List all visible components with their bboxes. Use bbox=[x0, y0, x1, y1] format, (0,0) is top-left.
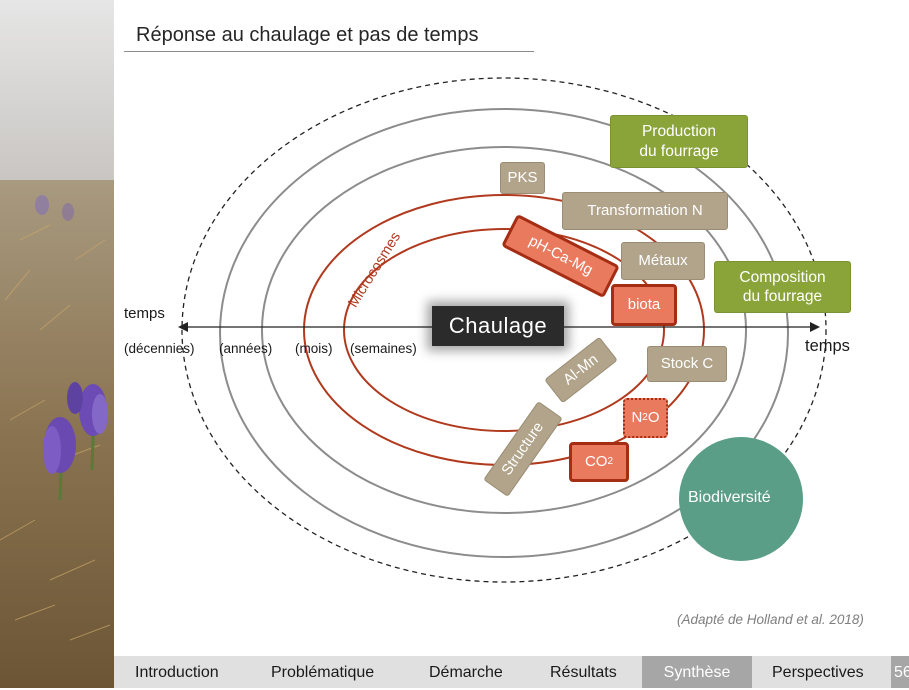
timescale-diagram bbox=[178, 77, 827, 583]
section-navbar: Introduction Problématique Démarche Résu… bbox=[114, 656, 909, 688]
axis-label-left: temps bbox=[124, 305, 165, 322]
axis-arrow-right bbox=[810, 322, 820, 332]
production-line-1: Production bbox=[641, 123, 717, 141]
n2o-sub: 2 bbox=[642, 411, 648, 423]
title-underline bbox=[124, 51, 534, 52]
composition-line-1: Composition bbox=[739, 268, 826, 286]
ring-weeks bbox=[343, 228, 665, 432]
axis-label-right: temps bbox=[805, 337, 850, 355]
box-stock-c: Stock C bbox=[647, 346, 727, 382]
box-production-fourrage: Production du fourrage bbox=[610, 115, 748, 168]
nav-synthese[interactable]: Synthèse bbox=[642, 656, 752, 688]
box-transformation-n: Transformation N bbox=[562, 192, 728, 230]
ring-months bbox=[261, 146, 747, 514]
nav-demarche[interactable]: Démarche bbox=[429, 664, 503, 681]
axis-arrow-left bbox=[178, 322, 188, 332]
co2-co: CO bbox=[584, 452, 608, 470]
scale-decades: (décennies) bbox=[124, 341, 195, 356]
slide: Réponse au chaulage et pas de temps Micr… bbox=[114, 0, 909, 656]
biodiversity-circle bbox=[679, 437, 803, 561]
biodiversite-label: Biodiversité bbox=[688, 489, 771, 506]
composition-line-2: du fourrage bbox=[742, 288, 823, 305]
nav-introduction[interactable]: Introduction bbox=[135, 664, 219, 681]
outer-dashed-ring bbox=[181, 77, 827, 583]
box-composition-fourrage: Composition du fourrage bbox=[714, 261, 851, 313]
n2o-o: O bbox=[647, 408, 660, 426]
page-number: 56 bbox=[891, 656, 909, 688]
scale-years: (années) bbox=[219, 341, 273, 356]
chaulage-label: Chaulage bbox=[432, 306, 564, 346]
production-line-2: du fourrage bbox=[639, 142, 719, 160]
box-pks: PKS bbox=[500, 162, 545, 194]
nav-problematique[interactable]: Problématique bbox=[271, 664, 375, 681]
scale-weeks: (semaines) bbox=[350, 341, 417, 356]
source-credit: (Adapté de Holland et al. 2018) bbox=[677, 612, 864, 627]
co2-sub: 2 bbox=[607, 455, 614, 467]
crocus-photo bbox=[0, 0, 114, 688]
box-biota: biota bbox=[611, 284, 677, 326]
nav-resultats[interactable]: Résultats bbox=[550, 664, 617, 681]
slide-title: Réponse au chaulage et pas de temps bbox=[136, 24, 479, 46]
ring-years bbox=[219, 108, 789, 558]
n2o-n: N bbox=[631, 408, 643, 426]
nav-perspectives[interactable]: Perspectives bbox=[772, 664, 864, 681]
box-metaux: Métaux bbox=[621, 242, 705, 280]
scale-months: (mois) bbox=[295, 341, 333, 356]
